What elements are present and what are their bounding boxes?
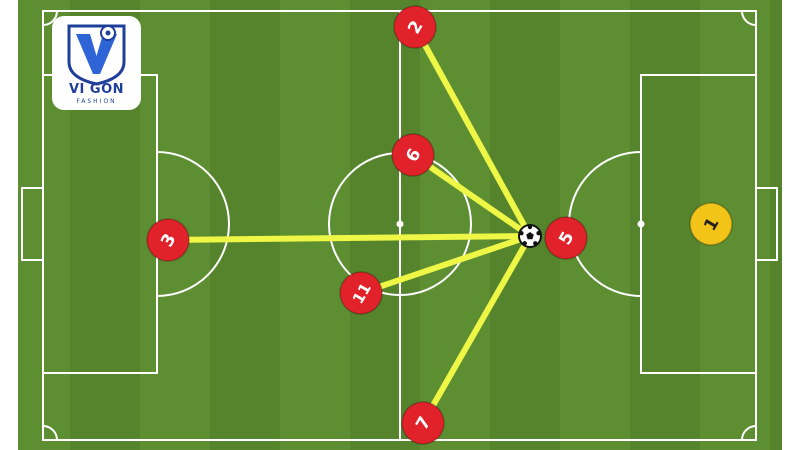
player-5-marker[interactable]: 5 <box>537 209 594 266</box>
player-7-marker[interactable]: 7 <box>394 394 451 450</box>
soccer-ball-icon <box>518 224 542 248</box>
corner-arc-bottom-left <box>42 425 58 441</box>
left-penalty-arc <box>156 151 230 297</box>
brand-name: VI GÔN <box>68 82 125 97</box>
player-1-marker[interactable]: 1 <box>682 195 739 252</box>
ball-layer <box>518 224 542 248</box>
corner-arc-bottom-right <box>741 425 757 441</box>
pass-line-to-11 <box>358 233 533 296</box>
players: 1 2 3 5 6 7 11 <box>139 0 739 450</box>
left-goal <box>21 187 44 261</box>
v-emblem-icon <box>76 34 117 74</box>
pass-line-to-6 <box>410 152 533 239</box>
right-penalty-spot <box>637 220 645 228</box>
pass-line-to-3 <box>165 233 533 243</box>
pass-lines <box>165 24 533 426</box>
centre-spot <box>396 220 404 228</box>
player-2-marker[interactable]: 2 <box>386 0 443 56</box>
brand-tagline: FASHION <box>76 98 117 105</box>
pass-line-to-7 <box>420 233 533 426</box>
vigon-logo: VI GÔN FASHION <box>52 16 141 110</box>
corner-arc-top-right <box>741 10 757 26</box>
player-11-marker[interactable]: 11 <box>332 264 389 321</box>
player-3-marker[interactable]: 3 <box>139 211 196 268</box>
right-goal <box>755 187 778 261</box>
player-6-marker[interactable]: 6 <box>384 126 441 183</box>
pass-line-to-2 <box>412 24 533 239</box>
